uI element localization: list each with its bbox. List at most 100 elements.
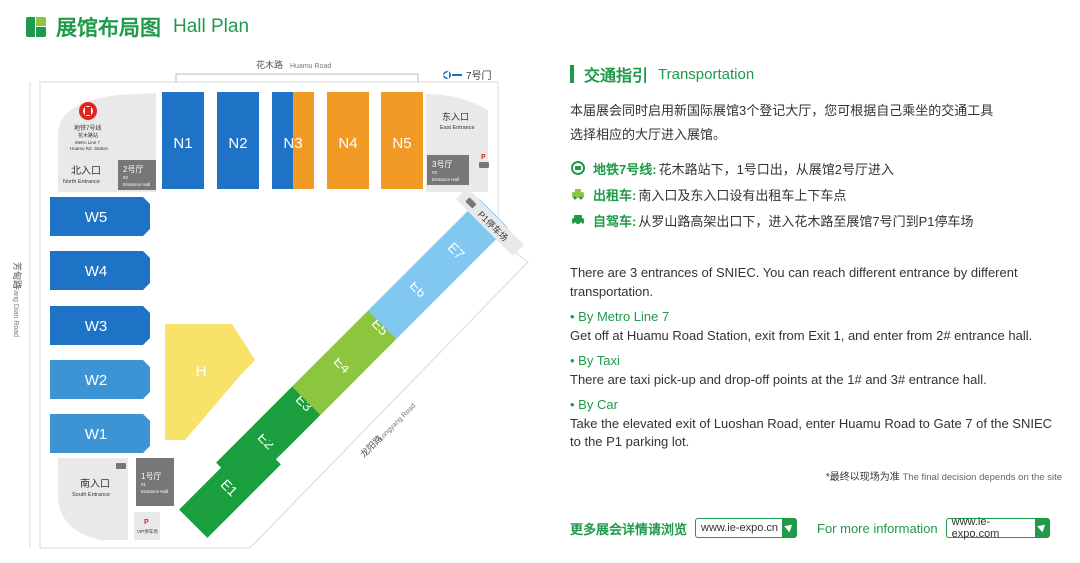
page-title-cn: 展馆布局图	[56, 17, 161, 40]
entrance-hall-3	[427, 155, 469, 185]
taxi-label: 出租车:	[593, 187, 637, 203]
metro-row: 地铁7号线: 花木路站下，1号口出，从展馆2号厅进入	[570, 157, 894, 179]
entrance-hall-1	[136, 458, 174, 506]
hall-w1	[50, 414, 150, 453]
svg-text:Longyang Road: Longyang Road	[377, 402, 417, 442]
intro-en-1: There are 3 entrances of SNIEC. You can …	[570, 265, 1018, 280]
hall-plan-logo-icon	[26, 17, 46, 37]
by-car-heading: • By Car	[570, 397, 618, 412]
car-row: 自驾车: 从罗山路高架出口下，进入花木路至展馆7号门到P1停车场	[570, 209, 973, 231]
hall-n3-label: N3	[283, 135, 302, 152]
metro-label-en2: Huamu Rd. Station	[70, 146, 109, 151]
road-top-label-cn: 花木路	[256, 59, 283, 70]
hall-h	[165, 324, 255, 440]
hall-w5	[50, 197, 150, 236]
p1-car-icon	[465, 197, 477, 209]
south-entrance-en: South Entrance	[72, 492, 110, 498]
by-car-text-2: to the P1 parking lot.	[570, 434, 690, 449]
note-cn: *最终以现场为准	[825, 472, 900, 483]
svg-text:1号厅: 1号厅	[141, 472, 161, 481]
car-text: 从罗山路高架出口下，进入花木路至展馆7号门到P1停车场	[638, 213, 974, 229]
metro-label: 地铁7号线:	[593, 161, 657, 177]
hall-w1-label: W1	[85, 426, 108, 443]
url-en-text: www.ie-expo.com	[951, 516, 1000, 540]
taxi-text: 南入口及东入口设有出租车上下车点	[638, 187, 847, 203]
hall-w2	[50, 360, 150, 399]
hall-n1-label: N1	[173, 135, 192, 152]
hall-w2-label: W2	[85, 372, 108, 389]
metro-label-cn: 地铁7号线	[74, 124, 101, 132]
halls-west: W5 W4 W3 W2 W1	[50, 197, 150, 453]
svg-text:3号厅: 3号厅	[432, 160, 452, 169]
parking-p-icon-south: P	[144, 519, 149, 526]
intro-cn-2: 选择相应的大厅进入展馆。	[570, 127, 727, 142]
page-header: 展馆布局图 Hall Plan	[26, 12, 249, 42]
road-top-label-en: Huamu Road	[290, 63, 331, 70]
hall-w4	[50, 251, 150, 290]
by-metro-text: Get off at Huamu Road Station, exit from…	[570, 328, 1033, 343]
svg-text:#3: #3	[432, 170, 438, 175]
south-entrance-cn: 南入口	[80, 477, 110, 490]
taxi-icon-south	[116, 463, 126, 469]
hall-plan-map: 花木路 Huamu Road 芳甸路 Fang Dian Road 7号门 地铁…	[12, 59, 529, 549]
transport-title-en: Transportation	[658, 65, 755, 83]
east-entrance-cn: 东入口	[442, 111, 469, 122]
hall-n2-label: N2	[228, 135, 247, 152]
transportation-heading: 交通指引 Transportation	[570, 62, 754, 86]
metro-label-cn2: 花木路站	[78, 132, 98, 139]
road-left-label: 芳甸路 Fang Dian Road	[12, 262, 23, 337]
svg-text:Entrance Hall: Entrance Hall	[123, 182, 150, 187]
entrance-hall-2	[118, 160, 156, 190]
page-title-en: Hall Plan	[173, 16, 250, 37]
svg-text:Entrance Hall: Entrance Hall	[432, 177, 459, 182]
url-cn-link[interactable]: www.ie-expo.cn	[695, 518, 798, 538]
road-diag-label: 龙阳路 Longyang Road	[358, 402, 418, 459]
parking-p-icon-east: P	[481, 154, 486, 161]
site-boundary	[39, 81, 529, 549]
svg-text:#2: #2	[123, 175, 129, 180]
vip-parking-south	[134, 512, 160, 540]
svg-text:2号厅: 2号厅	[123, 165, 143, 174]
metro-icon	[571, 161, 585, 175]
heading-bar	[570, 65, 574, 83]
intro-cn-1: 本届展会同时启用新国际展馆3个登记大厅，您可根据自己乘坐的交通工具	[570, 103, 994, 118]
by-taxi-text: There are taxi pick-up and drop-off poin…	[570, 372, 987, 387]
hall-n1	[162, 92, 204, 189]
taxi-icon	[572, 189, 584, 200]
hall-n4	[327, 92, 369, 189]
more-info-cn: 更多展会详情请浏览 www.ie-expo.cn	[570, 518, 798, 538]
car-icon	[572, 215, 584, 226]
north-entrance-cn: 北入口	[71, 165, 101, 177]
note-en: The final decision depends on the site	[902, 472, 1063, 483]
hall-h-label: H	[196, 363, 207, 380]
hall-n3-blue	[272, 92, 293, 189]
hall-n4-label: N4	[338, 135, 357, 152]
more-info-en: For more information www.ie-expo.com	[817, 516, 1050, 540]
hall-n5	[381, 92, 423, 189]
hall-n3-orange	[293, 92, 314, 189]
south-entrance-area	[58, 458, 128, 540]
cursor-icon	[1035, 519, 1049, 537]
intro-en-2: transportation.	[570, 284, 654, 299]
url-en-link[interactable]: www.ie-expo.com	[945, 516, 1050, 540]
hall-w5-label: W5	[85, 209, 108, 226]
by-taxi-heading: • By Taxi	[570, 353, 620, 368]
east-entrance-en: East Entrance	[440, 125, 475, 131]
hall-w3-label: W3	[85, 318, 108, 335]
vip-parking-label: VIP停车场	[137, 528, 158, 535]
svg-text:Fang Dian Road: Fang Dian Road	[12, 286, 19, 337]
svg-text:#1: #1	[141, 482, 147, 487]
hall-w3	[50, 306, 150, 345]
car-label: 自驾车:	[593, 213, 637, 229]
halls-east: E1 E2 E3 E4 E5 E6 E7	[179, 199, 508, 538]
halls-north: N1 N2 N3 N4 N5	[162, 92, 423, 189]
metro-text: 花木路站下，1号口出，从展馆2号厅进入	[658, 161, 895, 177]
svg-text:芳甸路: 芳甸路	[12, 262, 23, 289]
north-entrance-en: North Entrance	[63, 179, 100, 185]
taxi-icon-east	[479, 162, 489, 168]
disclaimer-note: *最终以现场为准 The final decision depends on t…	[826, 468, 1062, 483]
hall-w4-label: W4	[85, 263, 108, 280]
more-info-en-label: For more information	[817, 520, 938, 536]
hall-n2	[217, 92, 259, 189]
more-info-cn-label: 更多展会详情请浏览	[570, 521, 688, 537]
